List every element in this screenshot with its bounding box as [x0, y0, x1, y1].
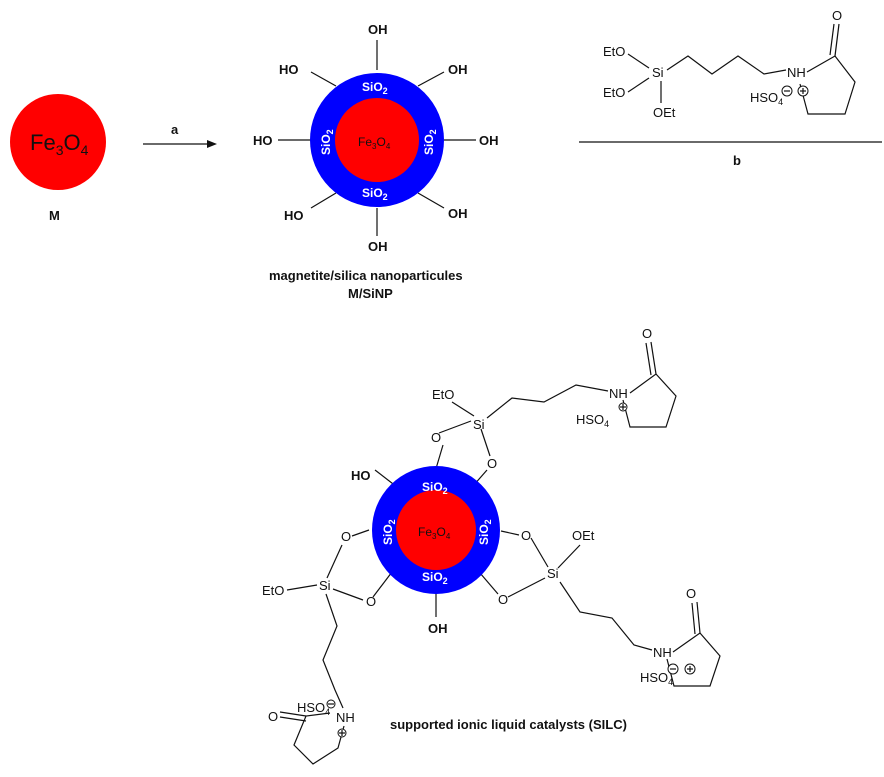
- svg-text:O: O: [487, 456, 497, 471]
- svg-text:O: O: [832, 8, 842, 23]
- svg-text:Si: Si: [319, 578, 331, 593]
- svg-text:NH: NH: [787, 65, 806, 80]
- svg-text:HSO4: HSO4: [750, 90, 783, 107]
- nanoparticle-caption-2: M/SiNP: [348, 286, 393, 301]
- svg-text:OEt: OEt: [653, 105, 676, 120]
- svg-text:EtO: EtO: [603, 44, 625, 59]
- svg-text:O: O: [431, 430, 441, 445]
- svg-text:NH: NH: [336, 710, 355, 725]
- svg-text:Fe3O4: Fe3O4: [418, 525, 451, 541]
- svg-text:SiO2: SiO2: [422, 480, 448, 496]
- ho-top-left: HO: [279, 62, 299, 77]
- svg-text:EtO: EtO: [262, 583, 284, 598]
- svg-text:HSO4: HSO4: [640, 670, 673, 687]
- svg-text:NH: NH: [653, 645, 672, 660]
- shell-label-left: SiO2: [319, 129, 335, 155]
- svg-text:EtO: EtO: [432, 387, 454, 402]
- svg-text:Si: Si: [652, 65, 664, 80]
- svg-text:O: O: [268, 709, 278, 724]
- svg-text:O: O: [341, 529, 351, 544]
- svg-text:HSO4: HSO4: [297, 700, 330, 717]
- oh-right: OH: [479, 133, 499, 148]
- ho-bottom-left: HO: [284, 208, 304, 223]
- magnetite-sphere: [10, 94, 106, 190]
- silc-caption: supported ionic liquid catalysts (SILC): [390, 717, 627, 732]
- svg-text:OEt: OEt: [572, 528, 595, 543]
- svg-text:SiO2: SiO2: [477, 519, 493, 545]
- svg-text:NH: NH: [609, 386, 628, 401]
- oh-bottom: OH: [368, 239, 388, 254]
- svg-text:EtO: EtO: [603, 85, 625, 100]
- core-label: Fe3O4: [358, 135, 391, 151]
- shell-label-top: SiO2: [362, 80, 388, 96]
- silc-structure: SiO2 SiO2 SiO2 SiO2 Fe3O4 HO OH O O Si E…: [262, 326, 721, 765]
- arrow-a-head: [207, 140, 217, 148]
- svg-text:O: O: [686, 586, 696, 601]
- svg-text:OH: OH: [428, 621, 448, 636]
- oh-top: OH: [368, 22, 388, 37]
- nanoparticle-top: SiO2 SiO2 SiO2 SiO2 Fe3O4 OH HO OH HO OH…: [253, 22, 499, 254]
- oh-bottom-right: OH: [448, 206, 468, 221]
- svg-text:O: O: [521, 528, 531, 543]
- svg-text:SiO2: SiO2: [381, 519, 397, 545]
- svg-text:Si: Si: [473, 417, 485, 432]
- step-b-label: b: [733, 153, 741, 168]
- magnetite-core: [335, 98, 419, 182]
- step-a-label: a: [171, 122, 179, 137]
- svg-text:O: O: [366, 594, 376, 609]
- magnetite-label: M: [49, 208, 60, 223]
- shell-label-bottom: SiO2: [362, 186, 388, 202]
- svg-text:HO: HO: [351, 468, 371, 483]
- magnetite-formula: Fe3O4: [30, 130, 89, 158]
- oh-top-right: OH: [448, 62, 468, 77]
- reagent-structure: EtO EtO OEt Si NH O HSO4: [603, 8, 856, 120]
- silc-core: [396, 490, 476, 570]
- shell-label-right: SiO2: [422, 129, 438, 155]
- svg-text:SiO2: SiO2: [422, 570, 448, 586]
- svg-text:O: O: [642, 326, 652, 341]
- svg-text:Si: Si: [547, 566, 559, 581]
- ho-left: HO: [253, 133, 273, 148]
- svg-text:HSO4: HSO4: [576, 412, 609, 429]
- svg-text:O: O: [498, 592, 508, 607]
- nanoparticle-caption-1: magnetite/silica nanoparticules: [269, 268, 463, 283]
